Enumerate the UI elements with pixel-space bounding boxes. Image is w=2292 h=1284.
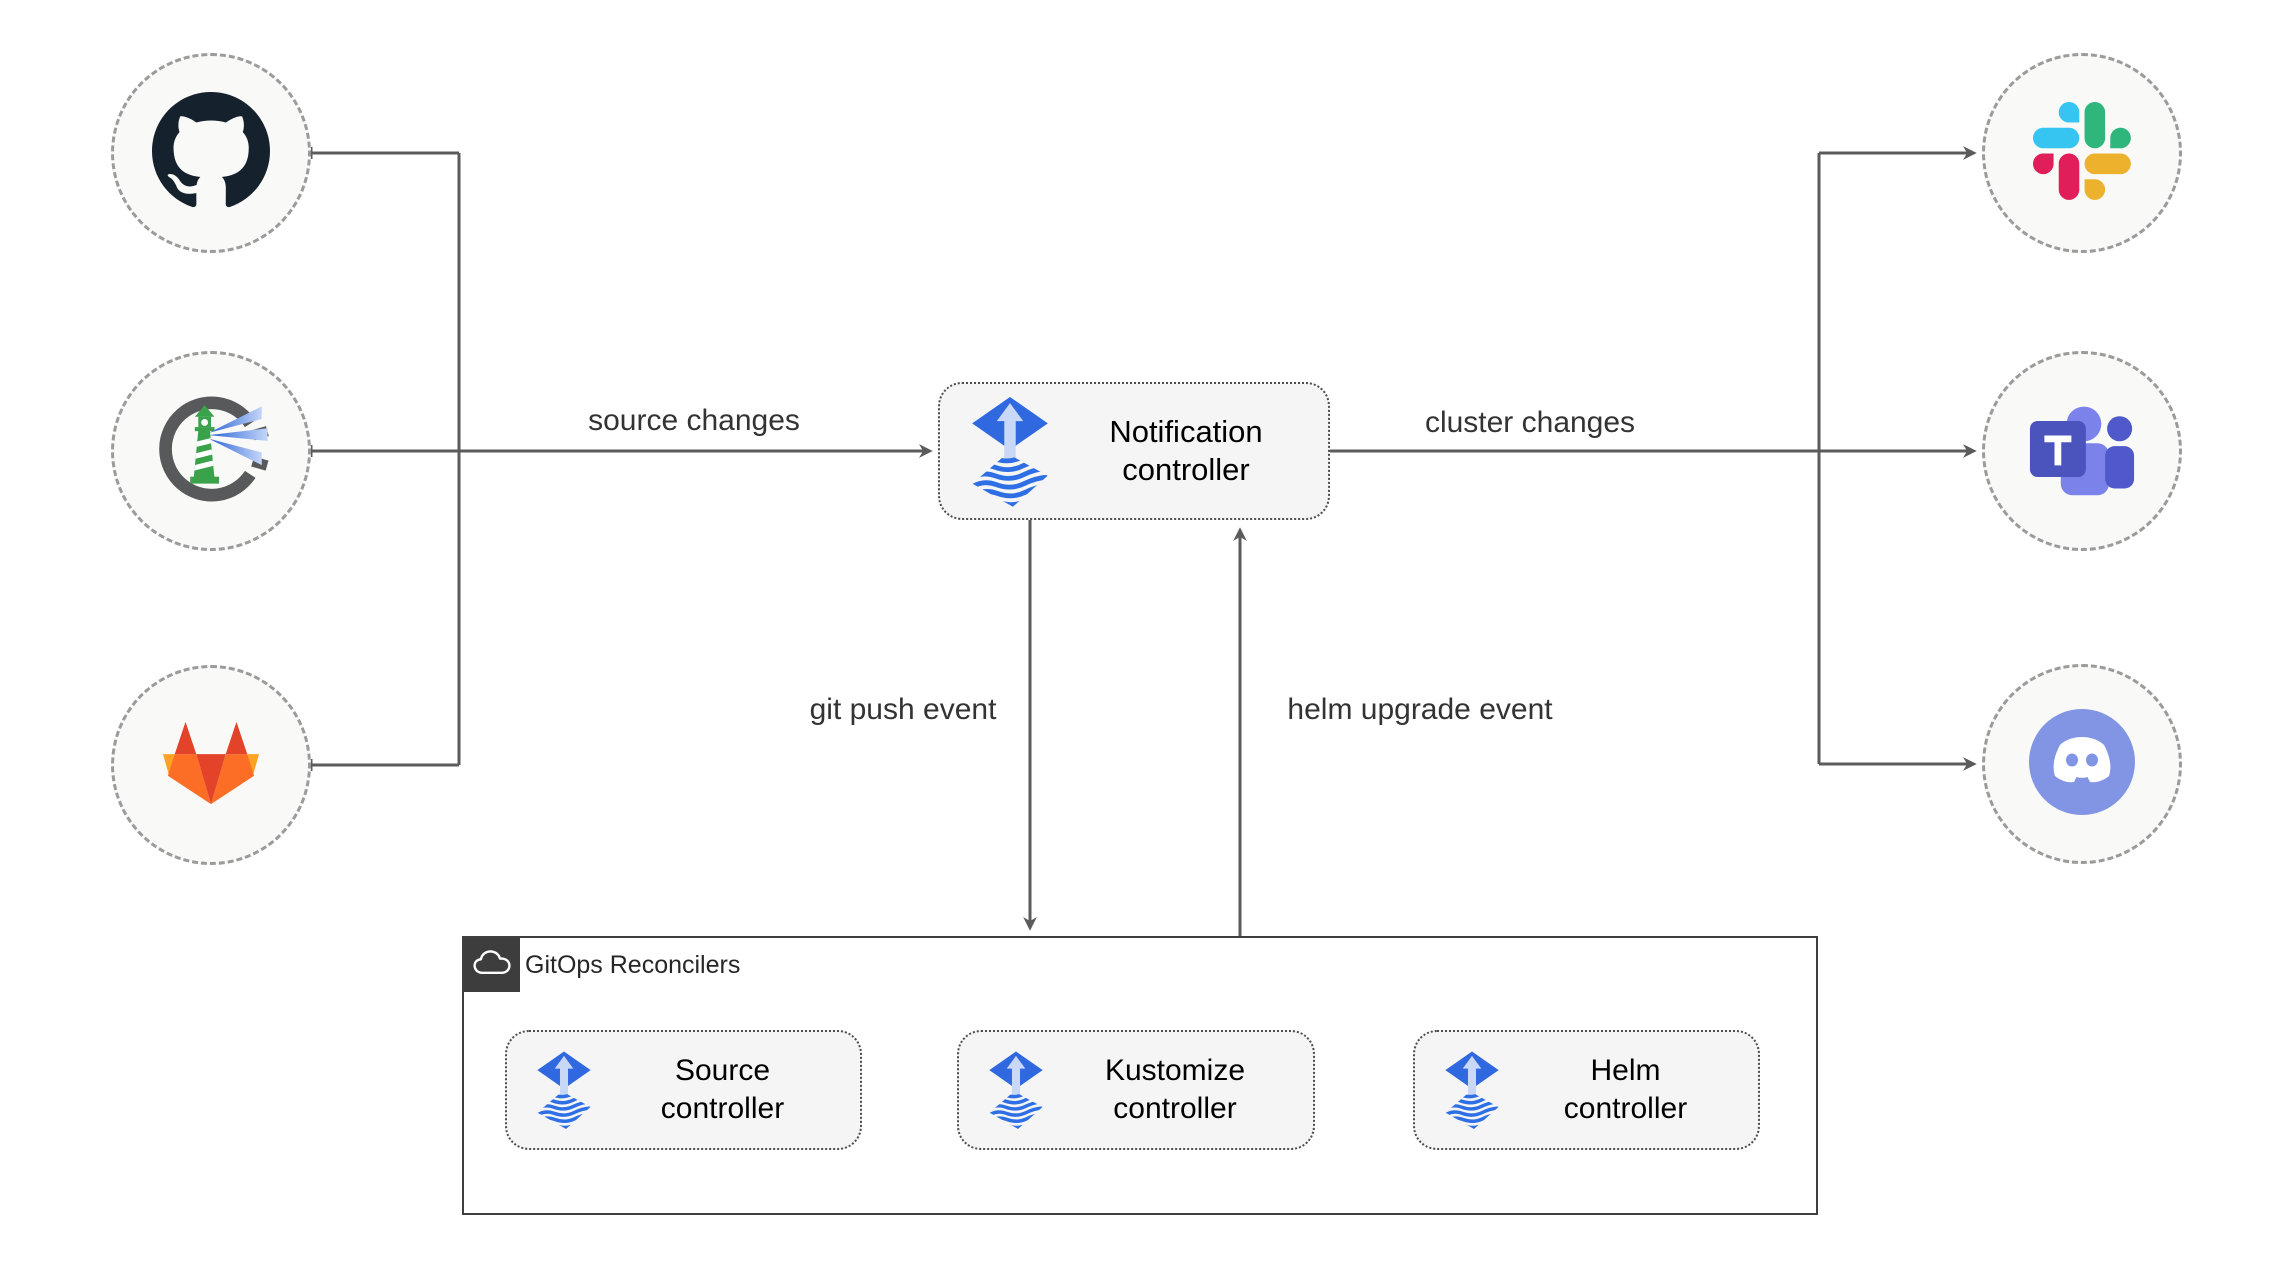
node-source-controller[interactable]: Source controller [505, 1030, 862, 1150]
node-gitlab[interactable] [111, 665, 311, 865]
flux-icon [966, 395, 1054, 508]
source-controller-label: Source controller [660, 1054, 785, 1125]
cloud-icon [473, 948, 511, 982]
cloud-badge [464, 938, 520, 992]
node-discord[interactable] [1982, 664, 2182, 864]
flux-icon [1441, 1041, 1503, 1139]
slack-icon [2033, 101, 2131, 205]
node-github[interactable] [111, 53, 311, 253]
discord-icon [2027, 707, 2137, 822]
edge-label-cluster-changes: cluster changes [1420, 406, 1640, 440]
edge-label-git-push-event: git push event [805, 693, 1001, 727]
kustomize-controller-label: Kustomize controller [1104, 1054, 1246, 1125]
edge-label-helm-upgrade-event: helm upgrade event [1283, 693, 1557, 727]
node-helm-controller[interactable]: Helm controller [1413, 1030, 1760, 1150]
node-kustomize-controller[interactable]: Kustomize controller [957, 1030, 1315, 1150]
node-microsoft-teams[interactable] [1982, 351, 2182, 551]
gitlab-icon [162, 717, 260, 814]
edge-label-source-changes: source changes [584, 404, 804, 438]
gitops-reconcilers-title: GitOps Reconcilers [525, 951, 741, 979]
edge-github-to-junction [311, 151, 461, 767]
flux-icon [985, 1041, 1047, 1139]
node-notification-controller[interactable]: Notification controller [938, 382, 1330, 520]
helm-controller-label: Helm controller [1563, 1054, 1688, 1125]
node-harbor[interactable] [111, 351, 311, 551]
github-icon [152, 91, 270, 215]
notification-controller-label: Notification controller [1109, 414, 1263, 487]
flux-icon [533, 1041, 595, 1139]
harbor-icon [151, 389, 271, 514]
node-slack[interactable] [1982, 53, 2182, 253]
teams-icon [2024, 395, 2140, 508]
